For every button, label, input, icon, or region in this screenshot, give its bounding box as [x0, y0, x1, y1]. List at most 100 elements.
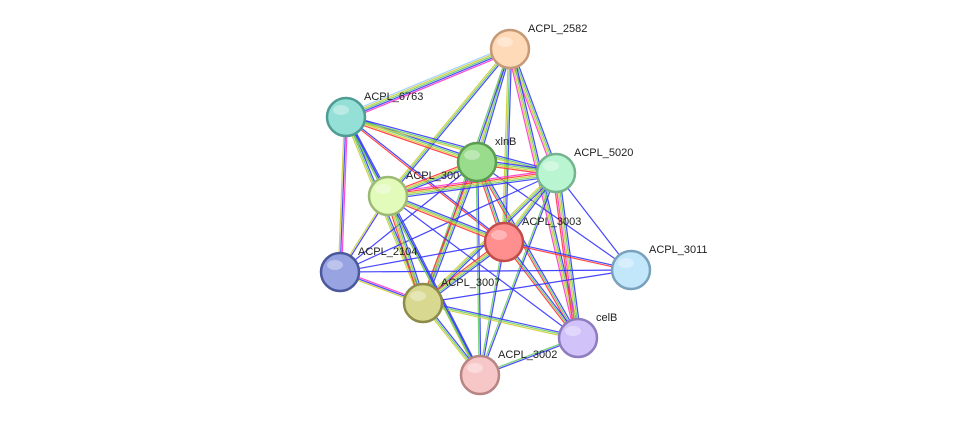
edge-ACPL_6763-xlnB: [345, 114, 478, 165]
edge-line: [339, 241, 505, 273]
edge-line: [387, 172, 557, 197]
edge-line: [477, 161, 482, 375]
edge-line: [345, 116, 557, 174]
edge-line: [388, 193, 506, 241]
edge-line: [508, 49, 578, 339]
edge-line: [503, 242, 631, 272]
node-ACPL_2104[interactable]: [319, 251, 361, 293]
node-ACPL_3007[interactable]: [402, 282, 444, 324]
node-ACPL_5020[interactable]: [535, 152, 577, 194]
edge-line: [387, 48, 511, 197]
edge-line: [423, 300, 579, 338]
edge-ACPL_6763-ACPL_2104: [337, 116, 349, 273]
edge-line: [504, 240, 632, 270]
edge-line: [511, 47, 559, 173]
node-circle[interactable]: [367, 175, 409, 217]
edge-line: [386, 197, 504, 245]
node-highlight: [491, 230, 507, 240]
edge-line: [422, 303, 578, 341]
node-xlnB[interactable]: [456, 141, 498, 183]
node-circle[interactable]: [325, 96, 367, 138]
node-highlight: [333, 105, 349, 115]
node-circle[interactable]: [483, 221, 525, 263]
labels-layer: ACPL_2582ACPL_6763xlnBACPL_5020ACPL_300A…: [358, 23, 708, 361]
edge-line: [388, 49, 512, 198]
edge-line: [504, 240, 580, 338]
node-circle[interactable]: [610, 249, 652, 291]
node-celB[interactable]: [557, 317, 599, 359]
edge-ACPL_2104-ACPL_3011: [339, 269, 632, 273]
node-circle[interactable]: [489, 28, 531, 70]
edge-line: [339, 116, 347, 273]
edge-line: [387, 196, 504, 244]
node-label-ACPL_6763: ACPL_6763: [364, 91, 423, 103]
edge-ACPL_5020-ACPL_3002: [478, 172, 558, 376]
node-label-ACPL_5020: ACPL_5020: [574, 147, 633, 159]
edge-line: [510, 48, 558, 173]
node-circle[interactable]: [319, 251, 361, 293]
edge-ACPL_6763-ACPL_3002: [344, 116, 482, 376]
edge-line: [386, 47, 510, 196]
edge-ACPL_3003-ACPL_3011: [503, 240, 632, 272]
node-label-celB: celB: [596, 312, 617, 324]
edge-line: [422, 302, 579, 339]
edge-line: [388, 194, 505, 242]
node-circle[interactable]: [456, 141, 498, 183]
node-label-ACPL_2582: ACPL_2582: [528, 23, 587, 35]
edge-line: [387, 195, 579, 339]
edge-line: [388, 173, 557, 199]
edge-ACPL_3003-ACPL_2104: [339, 241, 505, 273]
node-ACPL_2582[interactable]: [489, 28, 531, 70]
edge-line: [502, 242, 578, 340]
edge-line: [345, 117, 477, 164]
edge-line: [344, 45, 510, 115]
node-circle[interactable]: [557, 317, 599, 359]
edge-line: [339, 269, 632, 273]
edge-ACPL_3007-celB: [422, 300, 579, 341]
node-circle[interactable]: [402, 282, 444, 324]
node-circle[interactable]: [459, 354, 501, 396]
node-highlight: [618, 258, 634, 268]
edge-line: [478, 241, 504, 375]
edge-line: [388, 194, 482, 375]
edge-line: [480, 173, 558, 376]
node-highlight: [543, 161, 559, 171]
edge-line: [388, 175, 557, 200]
node-highlight: [497, 37, 513, 47]
node-label-ACPL_3003: ACPL_3003: [522, 216, 581, 228]
node-ACPL_3003[interactable]: [483, 221, 525, 263]
edge-line: [558, 172, 582, 338]
node-ACPL_3004[interactable]: [367, 175, 409, 217]
node-highlight: [410, 291, 426, 301]
node-label-ACPL_3002: ACPL_3002: [498, 349, 557, 361]
edge-ACPL_2582-ACPL_3004: [386, 47, 512, 198]
edge-line: [346, 114, 478, 161]
node-highlight: [565, 326, 581, 336]
node-ACPL_6763[interactable]: [325, 96, 367, 138]
edge-line: [346, 49, 511, 120]
edge-line: [346, 114, 557, 173]
edge-line: [477, 160, 580, 338]
edge-ACPL_3004-celB: [387, 195, 579, 339]
node-label-xlnB: xlnB: [495, 136, 516, 148]
node-ACPL_3011[interactable]: [610, 249, 652, 291]
edge-line: [345, 46, 510, 117]
node-highlight: [375, 184, 391, 194]
node-circle[interactable]: [535, 152, 577, 194]
edge-line: [511, 48, 581, 338]
node-highlight: [467, 363, 483, 373]
edge-line: [420, 160, 476, 303]
edge-line: [346, 115, 478, 162]
edge-ACPL_3007-ACPL_3011: [422, 269, 632, 304]
edge-line: [501, 48, 510, 242]
edge-ACPL_3004-ACPL_3003: [386, 193, 506, 245]
edge-ACPL_3003-ACPL_3002: [478, 241, 506, 376]
node-highlight: [327, 260, 343, 270]
edge-line: [553, 173, 578, 339]
edge-xlnB-ACPL_3002: [475, 161, 482, 376]
node-highlight: [464, 150, 480, 160]
edge-line: [345, 118, 477, 165]
edge-line: [344, 117, 480, 376]
node-ACPL_3002[interactable]: [459, 354, 501, 396]
